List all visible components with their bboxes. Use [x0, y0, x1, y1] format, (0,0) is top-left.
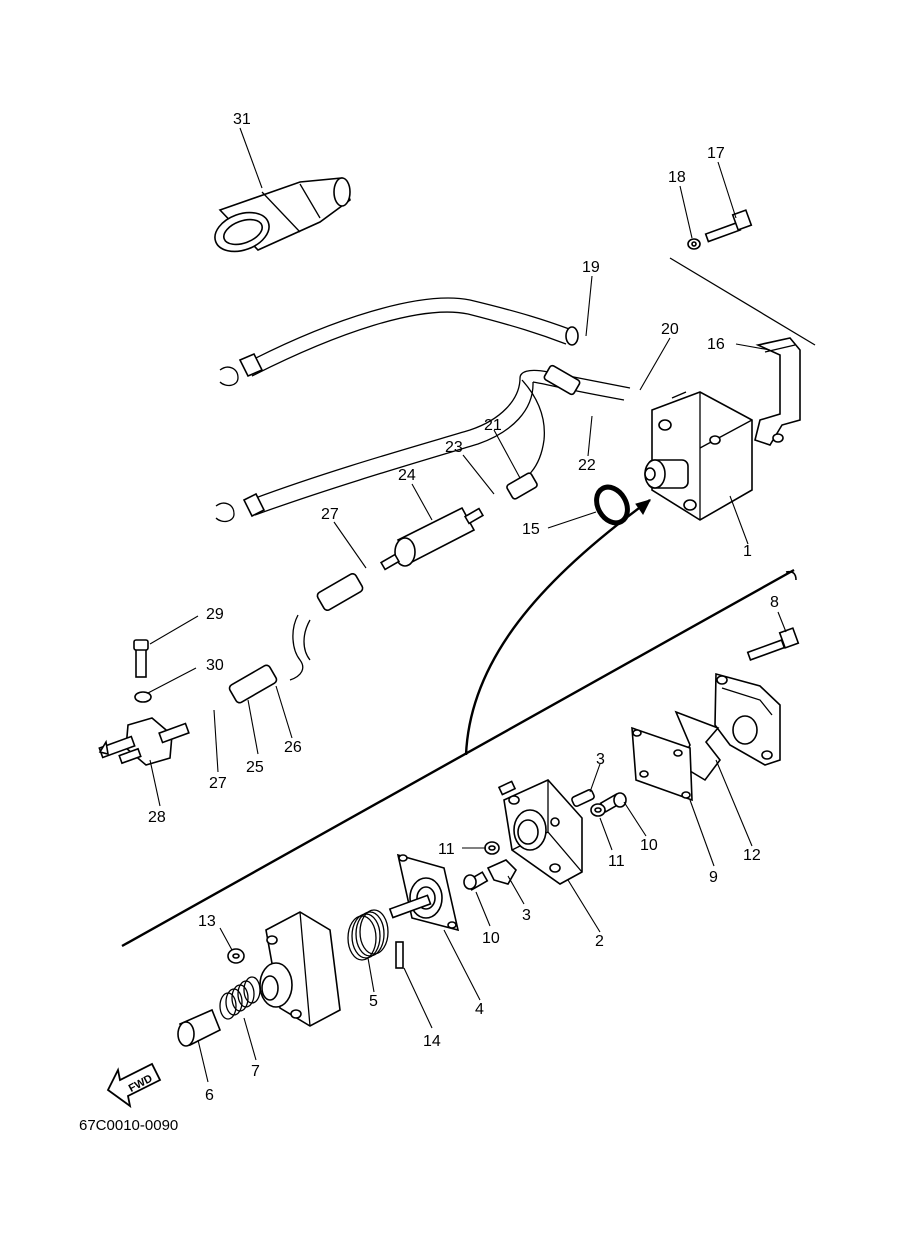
- part-5-spring: [347, 909, 389, 961]
- callout-10-lower: 10: [482, 930, 500, 947]
- callout-3-upper: 3: [596, 751, 605, 768]
- callout-18: 18: [668, 169, 686, 186]
- section-divider-curl: [785, 570, 797, 581]
- part-11-nut-upper: [590, 803, 606, 817]
- part-1-fuel-pump: [644, 391, 753, 521]
- part-13-nut: [227, 948, 245, 964]
- callout-25: 25: [246, 759, 264, 776]
- part-3-fitting-lower: [486, 859, 517, 885]
- part-9-diaphragm: [631, 726, 693, 802]
- callout-31: 31: [233, 111, 251, 128]
- part-30-washer: [134, 691, 152, 703]
- callout-12: 12: [743, 847, 761, 864]
- callout-6: 6: [205, 1087, 214, 1104]
- callout-3-lower: 3: [522, 907, 531, 924]
- part-8-bolt: [746, 627, 800, 661]
- callout-2: 2: [595, 933, 604, 950]
- part-pump-base: [259, 911, 341, 1027]
- callout-9: 9: [709, 869, 718, 886]
- callout-27-lower: 27: [209, 775, 227, 792]
- part-28-fuel-joint: [98, 717, 190, 766]
- transition-arrowhead: [635, 499, 651, 515]
- leader-lines: [147, 127, 787, 1083]
- callout-28: 28: [148, 809, 166, 826]
- part-7-spring: [219, 976, 261, 1020]
- callout-15: 15: [522, 521, 540, 538]
- callout-11-lower: 11: [438, 841, 455, 858]
- part-14-pin: [395, 941, 404, 969]
- callout-14: 14: [423, 1033, 441, 1050]
- callout-8: 8: [770, 594, 779, 611]
- part-16-bracket: [669, 257, 816, 446]
- callout-29: 29: [206, 606, 224, 623]
- callout-10-upper: 10: [640, 837, 658, 854]
- callout-7: 7: [251, 1063, 260, 1080]
- drawing-code: 67C0010-0090: [79, 1117, 178, 1134]
- callout-24: 24: [398, 467, 416, 484]
- callout-13: 13: [198, 913, 216, 930]
- callout-21: 21: [484, 417, 502, 434]
- part-12-cover: [674, 672, 781, 782]
- callout-17: 17: [707, 145, 725, 162]
- part-3-fitting-upper: [571, 789, 595, 807]
- tie-wrap-bands: [215, 366, 239, 523]
- callout-11-upper: 11: [608, 853, 625, 870]
- callout-16: 16: [707, 336, 725, 353]
- callout-22: 22: [578, 457, 596, 474]
- fuel-hose-21-to-pump: [506, 364, 631, 500]
- callout-27-upper: 27: [321, 506, 339, 523]
- fuel-hose-lower: [228, 573, 364, 704]
- callout-20: 20: [661, 321, 679, 338]
- callout-23: 23: [445, 439, 463, 456]
- part-10-screw-upper: [599, 792, 627, 813]
- part-17-bolt: [704, 209, 753, 243]
- callout-1: 1: [743, 543, 752, 560]
- transition-arrow: [464, 499, 651, 756]
- part-6-plunger: [177, 1008, 222, 1047]
- callout-30: 30: [206, 657, 224, 674]
- part-31-intake-duct: [214, 177, 351, 253]
- part-10-screw-lower: [463, 871, 489, 891]
- callout-19: 19: [582, 259, 600, 276]
- fuel-hose-middle: [242, 377, 534, 518]
- fuel-hose-upper: [238, 297, 579, 378]
- callout-26: 26: [284, 739, 302, 756]
- part-2-pump-body: [497, 779, 583, 885]
- part-18-washer: [687, 238, 701, 250]
- callout-5: 5: [369, 993, 378, 1010]
- fwd-arrow-icon: FWD: [106, 1062, 162, 1109]
- part-15-o-ring: [594, 484, 630, 526]
- callout-labels: 31 17 18 19 20 16 21 23 22 24 15 1 27 29…: [148, 111, 779, 1104]
- part-4-diaphragm-plunger: [388, 853, 460, 932]
- part-24-fuel-filter: [379, 506, 485, 571]
- part-11-nut-lower: [484, 841, 500, 855]
- part-29-screw: [133, 639, 149, 678]
- callout-4: 4: [475, 1001, 484, 1018]
- section-divider-line: [121, 568, 795, 948]
